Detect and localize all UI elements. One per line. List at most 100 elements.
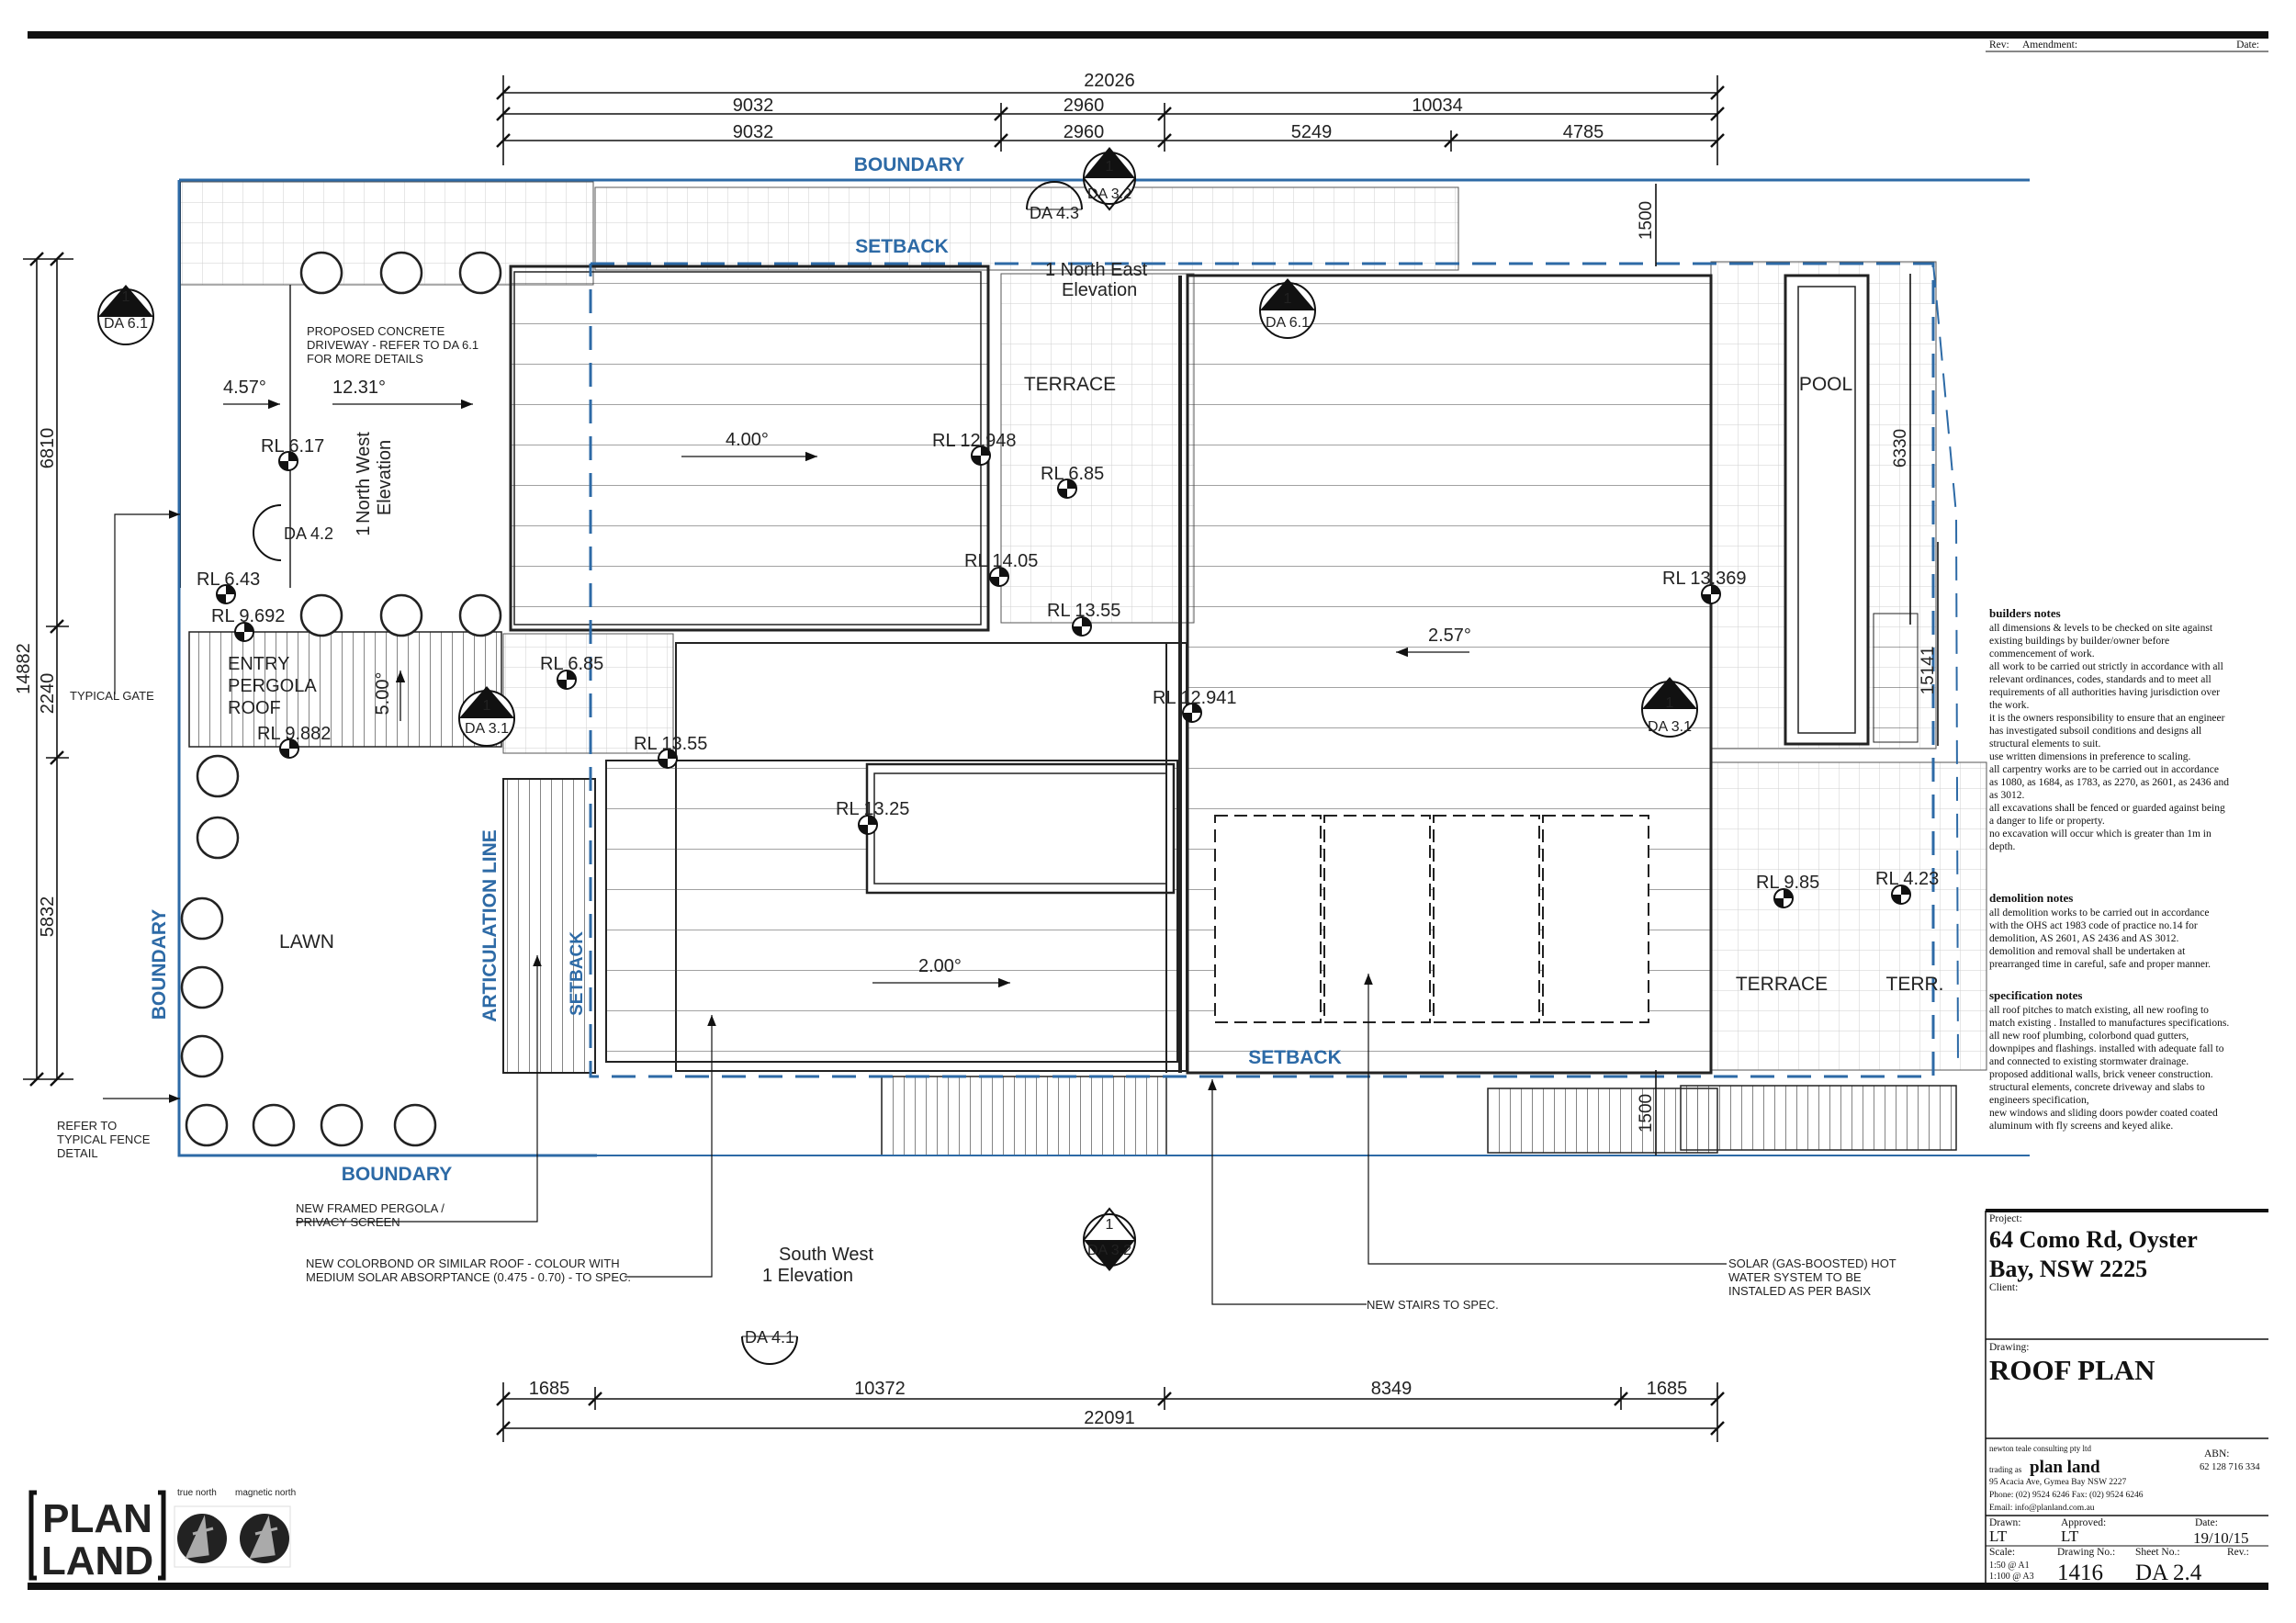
pitch-5: 5.00° — [373, 672, 393, 716]
abn-label: ABN: — [2204, 1448, 2229, 1460]
rl-2: RL 12.948 — [932, 431, 1017, 451]
dim-right-d: 1500 — [1637, 1094, 1656, 1133]
pool — [1784, 274, 1870, 746]
north-paving — [594, 186, 1459, 271]
boundary-line-west — [177, 180, 597, 1157]
label-entry-3: ROOF — [228, 698, 281, 718]
builders-note-line: it is the owners responsibility to ensur… — [1989, 713, 2225, 724]
rear-terrace-paving — [1710, 761, 1987, 1071]
pitch-6: 2.00° — [918, 956, 962, 976]
builders-note-line: all dimensions & levels to be checked on… — [1989, 623, 2213, 634]
builders-note-line: as 1080, as 1684, as 1783, as 2270, as 2… — [1989, 777, 2229, 788]
pergola-note-1: NEW FRAMED PERGOLA / — [296, 1201, 445, 1215]
spec-notes-title: specification notes — [1989, 988, 2082, 1002]
dim-left-a: 6810 — [38, 428, 58, 469]
dim-top-r1-b: 2960 — [1064, 96, 1105, 116]
builders-note-line: has investigated subsoil conditions and … — [1989, 726, 2201, 737]
pitch-2: 12.31° — [332, 378, 386, 398]
dim-left-b: 2240 — [38, 673, 58, 715]
project-label: Project: — [1989, 1213, 2022, 1224]
spec-note-line: all roof pitches to match existing, all … — [1989, 1005, 2209, 1016]
rev-label-bottom: Rev.: — [2227, 1547, 2249, 1558]
demolition-note-line: all demolition works to be carried out i… — [1989, 907, 2210, 919]
articulation-line-label: ARTICULATION LINE — [479, 829, 501, 1022]
section-ref-top: DA 3.2 — [1087, 186, 1131, 202]
rl-9: RL 9.882 — [257, 724, 331, 744]
roof-note-1: NEW COLORBOND OR SIMILAR ROOF - COLOUR W… — [306, 1257, 620, 1270]
company-email: Email: info@planland.com.au — [1989, 1503, 2095, 1513]
dim-top-r1-a: 9032 — [733, 96, 774, 116]
section-marker-da32-top — [1083, 147, 1136, 211]
section-marker-da61-mid — [1259, 278, 1316, 339]
setback-label-west: SETBACK — [568, 931, 587, 1016]
sw-elevation-1: South West — [779, 1245, 873, 1265]
builders-note-line: all excavations shall be fenced or guard… — [1989, 803, 2225, 814]
dim-top-total: 22026 — [1084, 71, 1135, 91]
amendment-label: Amendment: — [2022, 39, 2077, 51]
rl-11: RL 13.25 — [836, 799, 909, 819]
demolition-notes-title: demolition notes — [1989, 891, 2073, 905]
company-address: 95 Acacia Ave, Gymea Bay NSW 2227 — [1989, 1478, 2126, 1487]
builders-note-line: relevant ordinances, codes, standards an… — [1989, 674, 2212, 685]
scale-a3: 1:100 @ A3 — [1989, 1572, 2034, 1582]
solar-note-2: WATER SYSTEM TO BE — [1728, 1270, 1862, 1284]
builders-note-line: structural elements to suit. — [1989, 738, 2100, 750]
true-north-label: true north — [177, 1488, 217, 1498]
pool-inner-edge — [1797, 286, 1856, 734]
dim-bottom-total: 22091 — [1084, 1408, 1135, 1428]
driveway-note-2: DRIVEWAY - REFER TO DA 6.1 — [307, 338, 478, 352]
drawn-label: Drawn: — [1989, 1517, 2021, 1528]
builders-note-line: a danger to life or property. — [1989, 816, 2105, 827]
dim-right-b: 6330 — [1891, 429, 1910, 468]
project-name-1: 64 Como Rd, Oyster — [1989, 1226, 2198, 1253]
client-label: Client: — [1989, 1282, 2018, 1293]
logo-line-2: LAND — [41, 1538, 153, 1584]
pool-stairs — [1873, 613, 1919, 743]
boundary-label-west: BOUNDARY — [149, 909, 170, 1020]
pitch-4: 2.57° — [1428, 626, 1471, 646]
label-terrace-short: TERR. — [1886, 974, 1944, 995]
rl-15: RL 4.23 — [1875, 869, 1939, 889]
typical-gate-note: TYPICAL GATE — [70, 689, 154, 703]
section-marker-da31-left — [458, 686, 515, 747]
setback-label-north: SETBACK — [855, 236, 949, 257]
fence-note-1: REFER TO — [57, 1119, 117, 1133]
bottom-frame-line — [28, 1583, 2268, 1590]
privacy-screen — [502, 778, 596, 1074]
abn: 62 128 716 334 — [2200, 1462, 2260, 1472]
scale-label: Scale: — [1989, 1547, 2015, 1558]
dim-top-r2-b: 2960 — [1064, 122, 1105, 142]
section-ref-da31-right: DA 3.1 — [1648, 719, 1692, 735]
rl-5: RL 13.55 — [1047, 601, 1120, 621]
level-markers — [216, 445, 1911, 908]
nw-elevation-num: 1 — [354, 525, 374, 535]
sw-elevation-2: 1 Elevation — [762, 1266, 853, 1286]
logo-line-1: PLAN — [42, 1496, 152, 1541]
company-name: plan land — [2030, 1458, 2100, 1477]
builders-note-line: depth. — [1989, 841, 2016, 852]
nw-elevation-2: Elevation — [375, 440, 395, 515]
top-frame-line — [28, 31, 2268, 39]
section-ref-da31-left: DA 3.1 — [465, 721, 509, 737]
ne-elevation-1: 1 North East — [1045, 260, 1148, 280]
terrace-paving — [1000, 273, 1195, 624]
magnetic-north-label: magnetic north — [235, 1488, 296, 1498]
spec-note-line: downpipes and flashings. installed with … — [1989, 1043, 2224, 1054]
spec-note-line: all new roof plumbing, colorbond quad gu… — [1989, 1031, 2189, 1042]
stairs-note: NEW STAIRS TO SPEC. — [1367, 1298, 1499, 1312]
dim-left-c: 5832 — [38, 896, 58, 938]
solar-note-3: INSTALED AS PER BASIX — [1728, 1284, 1871, 1298]
elevation-ref-da43-label: DA 4.3 — [1030, 204, 1079, 222]
dim-bottom-d: 1685 — [1647, 1379, 1688, 1399]
fence-note-3: DETAIL — [57, 1146, 98, 1160]
rear-deck-stairs — [1680, 1085, 1957, 1151]
drawing-no-label: Drawing No.: — [2057, 1547, 2115, 1558]
approved-label: Approved: — [2061, 1517, 2106, 1528]
trading-as: trading as — [1989, 1465, 2022, 1474]
section-num-left: 1 — [122, 289, 130, 305]
driveway-note-3: FOR MORE DETAILS — [307, 352, 423, 366]
company-legal-name: newton teale consulting pty ltd — [1989, 1444, 2091, 1453]
spec-note-line: aluminum with fly screens and keyed alik… — [1989, 1121, 2173, 1132]
dim-left-total: 14882 — [14, 643, 34, 694]
